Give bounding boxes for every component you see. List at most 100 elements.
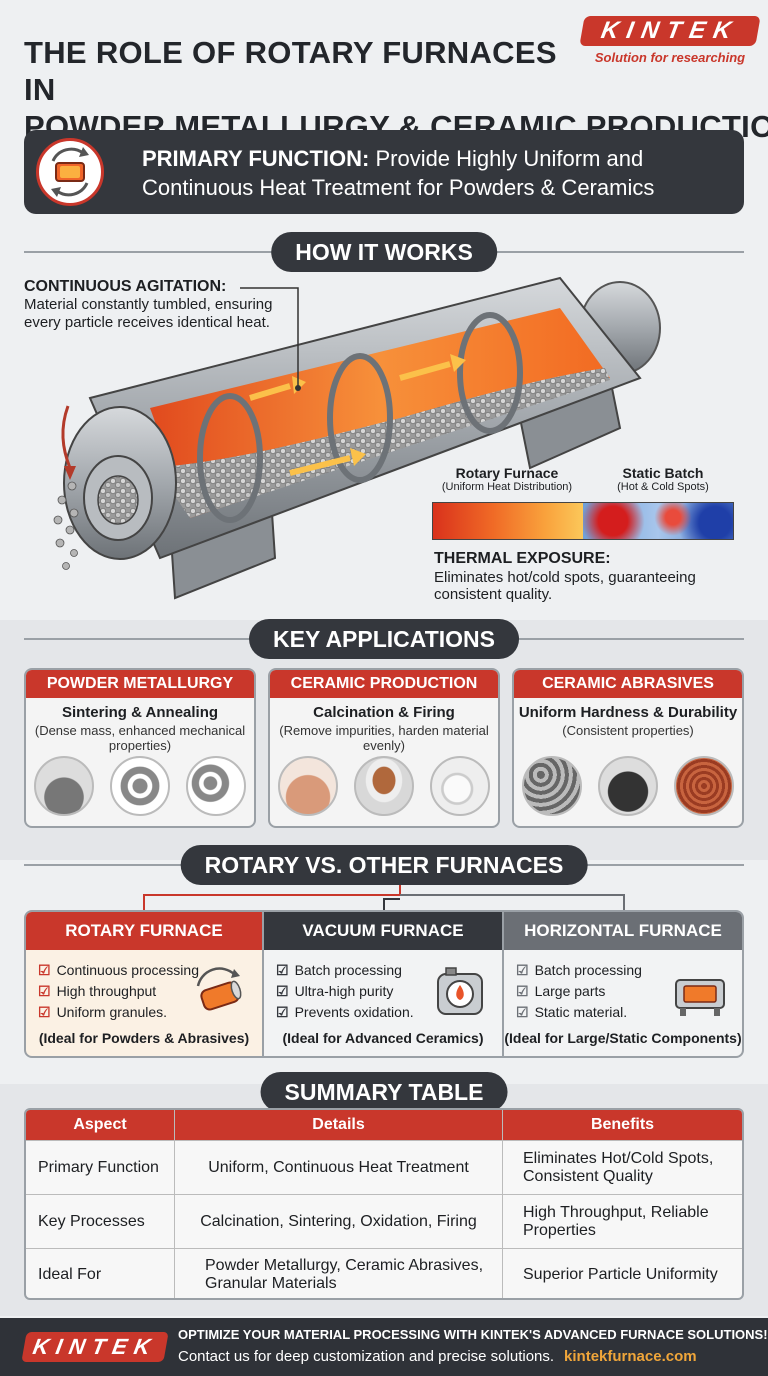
gears-icon <box>186 756 246 816</box>
table-row: Ideal For Powder Metallurgy, Ceramic Abr… <box>26 1248 742 1298</box>
checkbox-icon: ☑ <box>38 1004 51 1020</box>
vacuum-chamber-icon <box>437 967 483 1015</box>
application-card-powder-metallurgy: POWDER METALLURGY Sintering & Annealing … <box>24 668 256 828</box>
feature-item: ☑Static material. <box>516 1004 628 1020</box>
footer-website-link[interactable]: kintekfurnace.com <box>564 1348 697 1365</box>
primary-function-banner: PRIMARY FUNCTION: Provide Highly Uniform… <box>24 130 744 214</box>
table-header-cell: Benefits <box>502 1110 742 1140</box>
checkbox-icon: ☑ <box>516 962 529 978</box>
card-heading: CERAMIC ABRASIVES <box>514 670 742 698</box>
ideal-for-text: (Ideal for Large/Static Components) <box>504 1030 742 1046</box>
summary-table-title: SUMMARY TABLE <box>260 1072 508 1112</box>
card-subheading: Calcination & Firing <box>313 704 455 721</box>
footer-contact-text: Contact us for deep customization and pr… <box>178 1348 555 1365</box>
page-title: THE ROLE OF ROTARY FURNACES IN POWDER ME… <box>24 34 768 145</box>
tumbling-material-bed <box>155 368 610 518</box>
static-batch-gradient-label: Static Batch (Hot & Cold Spots) <box>590 465 736 493</box>
primary-function-line-2: Continuous Heat Treatment for Powders & … <box>142 175 655 200</box>
application-card-ceramic-abrasives: CERAMIC ABRASIVES Uniform Hardness & Dur… <box>512 668 744 828</box>
footer-contact-line: Contact us for deep customization and pr… <box>178 1348 697 1365</box>
primary-function-line-1: Provide Highly Uniform and <box>375 146 644 171</box>
summary-table: Aspect Details Benefits Primary Function… <box>24 1108 744 1300</box>
ceramic-bowl-icon <box>354 756 414 816</box>
rotary-sub: (Uniform Heat Distribution) <box>441 481 573 493</box>
horizontal-furnace-column: HORIZONTAL FURNACE ☑Batch processing ☑La… <box>504 910 744 1058</box>
thermal-title: THERMAL EXPOSURE: <box>434 550 611 567</box>
table-header-cell: Aspect <box>26 1110 174 1140</box>
table-cell: Superior Particle Uniformity <box>502 1249 742 1298</box>
card-description: (Dense mass, enhanced mechanical propert… <box>34 723 246 753</box>
feature-item: ☑Prevents oxidation. <box>276 1004 414 1020</box>
table-cell: Uniform, Continuous Heat Treatment <box>174 1141 502 1194</box>
rotation-arrow-icon <box>61 405 72 469</box>
card-description: (Consistent properties) <box>562 723 694 738</box>
ceramic-powder-icon <box>278 756 338 816</box>
vacuum-furnace-column: VACUUM FURNACE ☑Batch processing ☑Ultra-… <box>264 910 504 1058</box>
heat-distribution-bar <box>432 502 734 540</box>
thermal-text: Eliminates hot/cold spots, guaranteeing … <box>434 569 696 603</box>
metal-powder-pile-icon <box>34 756 94 816</box>
column-heading: ROTARY FURNACE <box>26 912 262 950</box>
table-row: Key Processes Calcination, Sintering, Ox… <box>26 1194 742 1248</box>
feature-item: ☑High throughput <box>38 983 157 999</box>
checkbox-icon: ☑ <box>516 1004 529 1020</box>
footer-headline: OPTIMIZE YOUR MATERIAL PROCESSING WITH K… <box>178 1327 768 1342</box>
checkbox-icon: ☑ <box>276 1004 289 1020</box>
feature-item: ☑Uniform granules. <box>38 1004 168 1020</box>
static-label: Static Batch <box>622 465 704 481</box>
table-cell: Ideal For <box>38 1265 102 1283</box>
continuous-agitation-callout: CONTINUOUS AGITATION: Material constantl… <box>24 278 274 332</box>
kintek-logo[interactable]: KINTEK Solution for researching <box>579 16 761 65</box>
primary-function-text: PRIMARY FUNCTION: Provide Highly Uniform… <box>142 144 728 202</box>
how-it-works-title: HOW IT WORKS <box>271 232 497 272</box>
card-heading: POWDER METALLURGY <box>26 670 254 698</box>
table-cell: Primary Function <box>38 1158 159 1176</box>
table-cell: Key Processes <box>38 1212 145 1230</box>
table-cell: High Throughput, Reliable Properties <box>502 1195 742 1248</box>
thermal-exposure-callout: THERMAL EXPOSURE: Eliminates hot/cold sp… <box>434 550 744 603</box>
feature-item: ☑Ultra-high purity <box>276 983 394 999</box>
comparison-title: ROTARY VS. OTHER FURNACES <box>180 845 588 885</box>
checkbox-icon: ☑ <box>516 983 529 999</box>
column-heading: VACUUM FURNACE <box>264 912 502 950</box>
ceramic-parts-icon <box>430 756 490 816</box>
footer-bar: KINTEK OPTIMIZE YOUR MATERIAL PROCESSING… <box>0 1318 768 1376</box>
table-row: Primary Function Uniform, Continuous Hea… <box>26 1140 742 1194</box>
title-line-1: THE ROLE OF ROTARY FURNACES IN <box>24 35 557 107</box>
feature-item: ☑Large parts <box>516 983 606 999</box>
hot-cold-spots-gradient <box>583 503 733 539</box>
rotating-furnace-icon <box>36 138 104 206</box>
card-heading: CERAMIC PRODUCTION <box>270 670 498 698</box>
card-description: (Remove impurities, harden material even… <box>279 723 489 753</box>
ideal-for-text: (Ideal for Powders & Abrasives) <box>38 1030 250 1046</box>
card-subheading: Sintering & Annealing <box>61 704 219 721</box>
uniform-heat-gradient <box>433 503 583 539</box>
checkbox-icon: ☑ <box>276 962 289 978</box>
table-cell: Powder Metallurgy, Ceramic Abrasives, Gr… <box>174 1249 502 1298</box>
static-sub: (Hot & Cold Spots) <box>617 481 709 493</box>
table-cell: Calcination, Sintering, Oxidation, Firin… <box>174 1195 502 1248</box>
footer-kintek-logo[interactable]: KINTEK <box>21 1332 169 1362</box>
checkbox-icon: ☑ <box>276 983 289 999</box>
table-header-row: Aspect Details Benefits <box>26 1110 742 1140</box>
gears-icon <box>110 756 170 816</box>
rotary-cylinder-icon <box>196 967 242 1011</box>
primary-function-label: PRIMARY FUNCTION: <box>142 146 370 171</box>
application-card-ceramic-production: CERAMIC PRODUCTION Calcination & Firing … <box>268 668 500 828</box>
rotary-furnace-column: ROTARY FURNACE ☑Continuous processing ☑H… <box>24 910 264 1058</box>
agitation-title: CONTINUOUS AGITATION: <box>24 278 227 295</box>
abrasive-grit-dark-icon <box>598 756 658 816</box>
abrasive-grit-red-icon <box>674 756 734 816</box>
feature-item: ☑Continuous processing <box>38 962 199 978</box>
table-cell: Eliminates Hot/Cold Spots, Consistent Qu… <box>502 1141 742 1194</box>
ideal-for-text: (Ideal for Advanced Ceramics) <box>282 1030 484 1046</box>
logo-wordmark: KINTEK <box>579 16 761 46</box>
rotary-label: Rotary Furnace <box>455 465 559 481</box>
key-applications-title: KEY APPLICATIONS <box>249 619 519 659</box>
rotary-furnace-illustration <box>53 276 661 600</box>
falling-pellets <box>53 481 79 570</box>
agitation-text: Material constantly tumbled, ensuring ev… <box>24 296 273 331</box>
column-heading: HORIZONTAL FURNACE <box>504 912 742 950</box>
feature-item: ☑Batch processing <box>276 962 402 978</box>
card-subheading: Uniform Hardness & Durability <box>518 704 738 721</box>
